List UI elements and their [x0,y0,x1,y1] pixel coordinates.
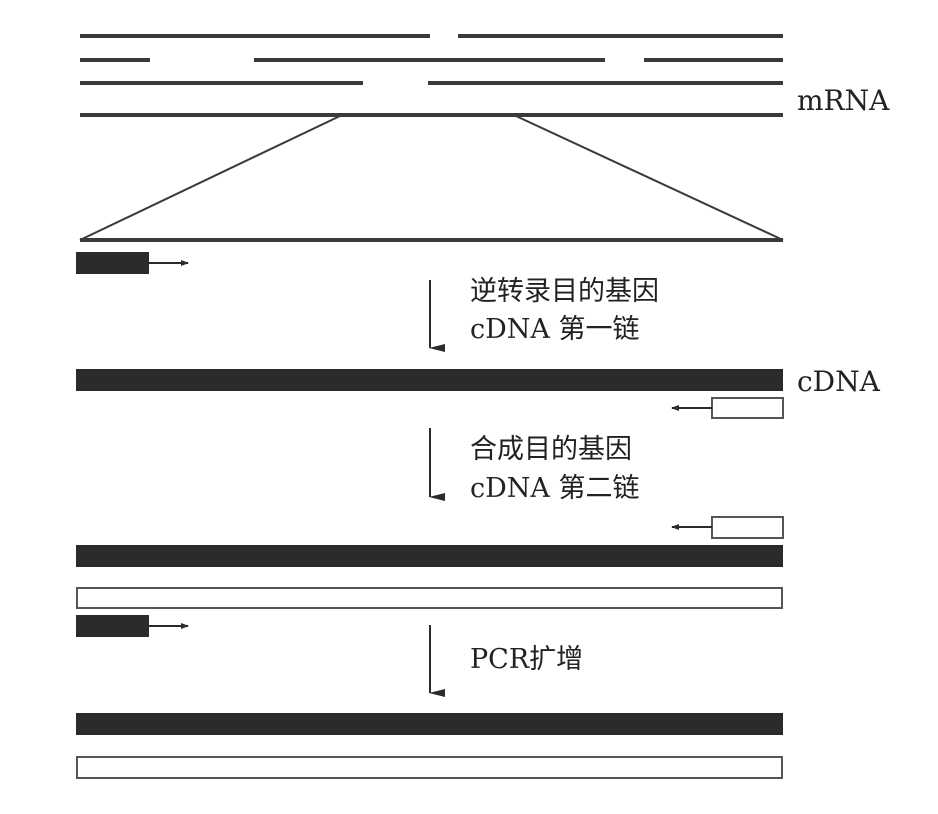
mrna-label: mRNA [797,84,890,117]
pcr-product-complement [76,756,783,779]
step1-line1: 逆转录目的基因 [470,276,659,307]
reverse-primer [711,516,784,539]
step1-line2: cDNA 第一链 [470,314,639,345]
step2-line2: cDNA 第二链 [470,473,639,504]
forward-primer [76,252,149,274]
step3-line1: PCR扩增 [470,644,583,675]
cdna-first-strand [76,545,783,567]
zoom-expansion [79,115,784,242]
cdna-label: cDNA [797,365,881,398]
pcr-product-strand [76,713,783,735]
cdna-first-strand [76,369,783,391]
cdna-second-strand [76,587,783,609]
reverse-primer [711,397,784,419]
mrna-pool [80,34,783,117]
step2-line1: 合成目的基因 [470,434,632,465]
forward-primer [76,615,149,637]
